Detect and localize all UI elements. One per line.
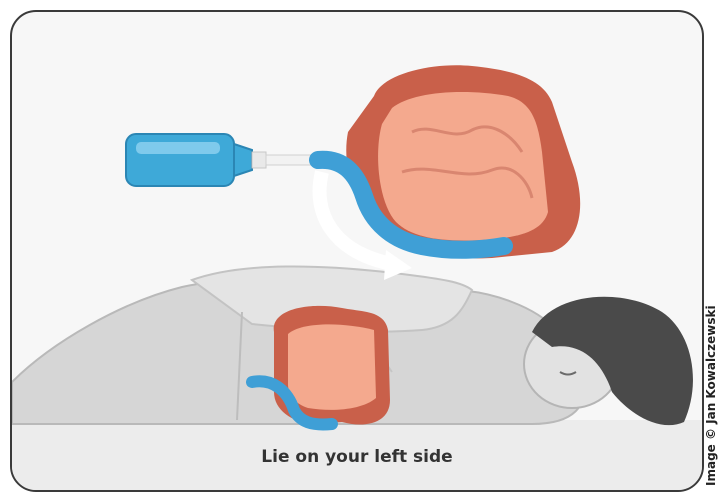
bottle-highlight — [136, 142, 220, 154]
colon-inner — [378, 92, 548, 240]
caption-text: Lie on your left side — [261, 447, 452, 467]
enema-illustration: Lie on your left side — [12, 12, 702, 490]
colon-diagram — [318, 65, 580, 258]
image-credit: Image © Jan Kowalczewski — [704, 305, 718, 486]
small-bowel-inner — [288, 324, 376, 409]
bottle-cap — [252, 152, 266, 168]
enema-bottle — [126, 134, 326, 186]
illustration-card: Lie on your left side — [10, 10, 704, 492]
bottle-body — [126, 134, 234, 186]
bottle-neck — [234, 144, 252, 176]
